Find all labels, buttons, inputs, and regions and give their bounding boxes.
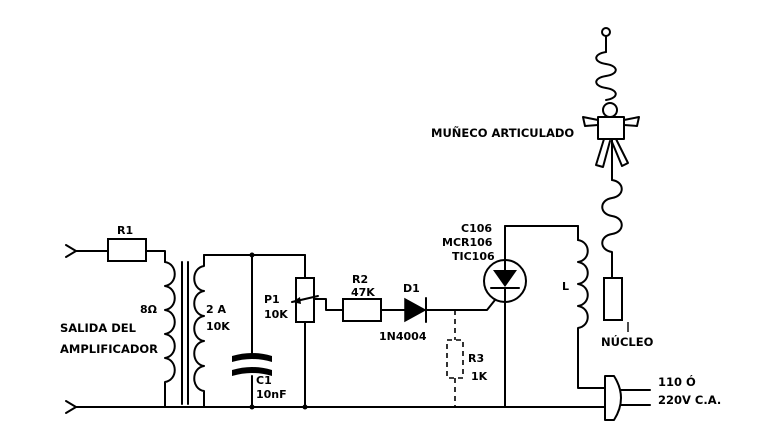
c1-value: 10nF: [256, 388, 287, 401]
p1-label: P1: [264, 293, 280, 306]
coil-l-label: L: [562, 280, 569, 293]
c1-label: C1: [256, 374, 272, 387]
scr-label-c106: C106: [461, 222, 492, 235]
doll-label: MUÑECO ARTICULADO: [431, 125, 574, 140]
transformer-secondary-coil: [193, 254, 219, 408]
articulated-doll: [582, 27, 640, 181]
diode-d1: [404, 297, 427, 323]
r2-label: R2: [352, 273, 368, 286]
capacitor-c1-plate-top: [232, 353, 272, 362]
p1-value: 10K: [264, 308, 288, 321]
amplifier-label-line1: SALIDA DEL: [60, 321, 137, 335]
spring-coil: [601, 179, 623, 279]
input-terminal-bottom: [65, 400, 166, 414]
iron-core: [603, 277, 623, 321]
wire-d1-gate: [425, 299, 496, 311]
wiper-arrowhead: [292, 297, 301, 304]
core-label: NÚCLEO: [601, 334, 654, 349]
r3-value: 1K: [471, 370, 488, 383]
r1-label: R1: [117, 224, 133, 237]
scr-triangle: [493, 270, 517, 287]
scr-label-tic106: TIC106: [452, 250, 495, 263]
resistor-r2: [342, 298, 382, 322]
scr-label-mcr106: MCR106: [442, 236, 493, 249]
capacitor-c1-plate-bottom: [232, 367, 272, 376]
junction-dot: [302, 404, 308, 410]
transformer-primary-coil: [164, 261, 176, 408]
coil-l: [577, 239, 606, 389]
r3-label: R3: [468, 352, 484, 365]
resistor-r1: [107, 238, 147, 262]
wire-wiper-to-r2: [313, 298, 344, 311]
ohm-label: 8Ω: [140, 303, 158, 316]
mains-label-line2: 220V C.A.: [658, 393, 721, 407]
transformer-current-label: 2 A: [206, 303, 226, 316]
mains-plug: [604, 375, 651, 421]
d1-value: 1N4004: [379, 330, 427, 343]
wire-r1-primary: [145, 250, 166, 263]
transformer-impedance-label: 10K: [206, 320, 230, 333]
mains-label-line1: 110 Ó: [658, 374, 696, 389]
resistor-r3: [446, 339, 464, 379]
input-terminal-top: [65, 244, 109, 258]
r2-value: 47K: [351, 286, 375, 299]
amplifier-label-line2: AMPLIFICADOR: [60, 342, 158, 356]
junction-dot: [249, 404, 255, 410]
d1-label: D1: [403, 282, 420, 295]
